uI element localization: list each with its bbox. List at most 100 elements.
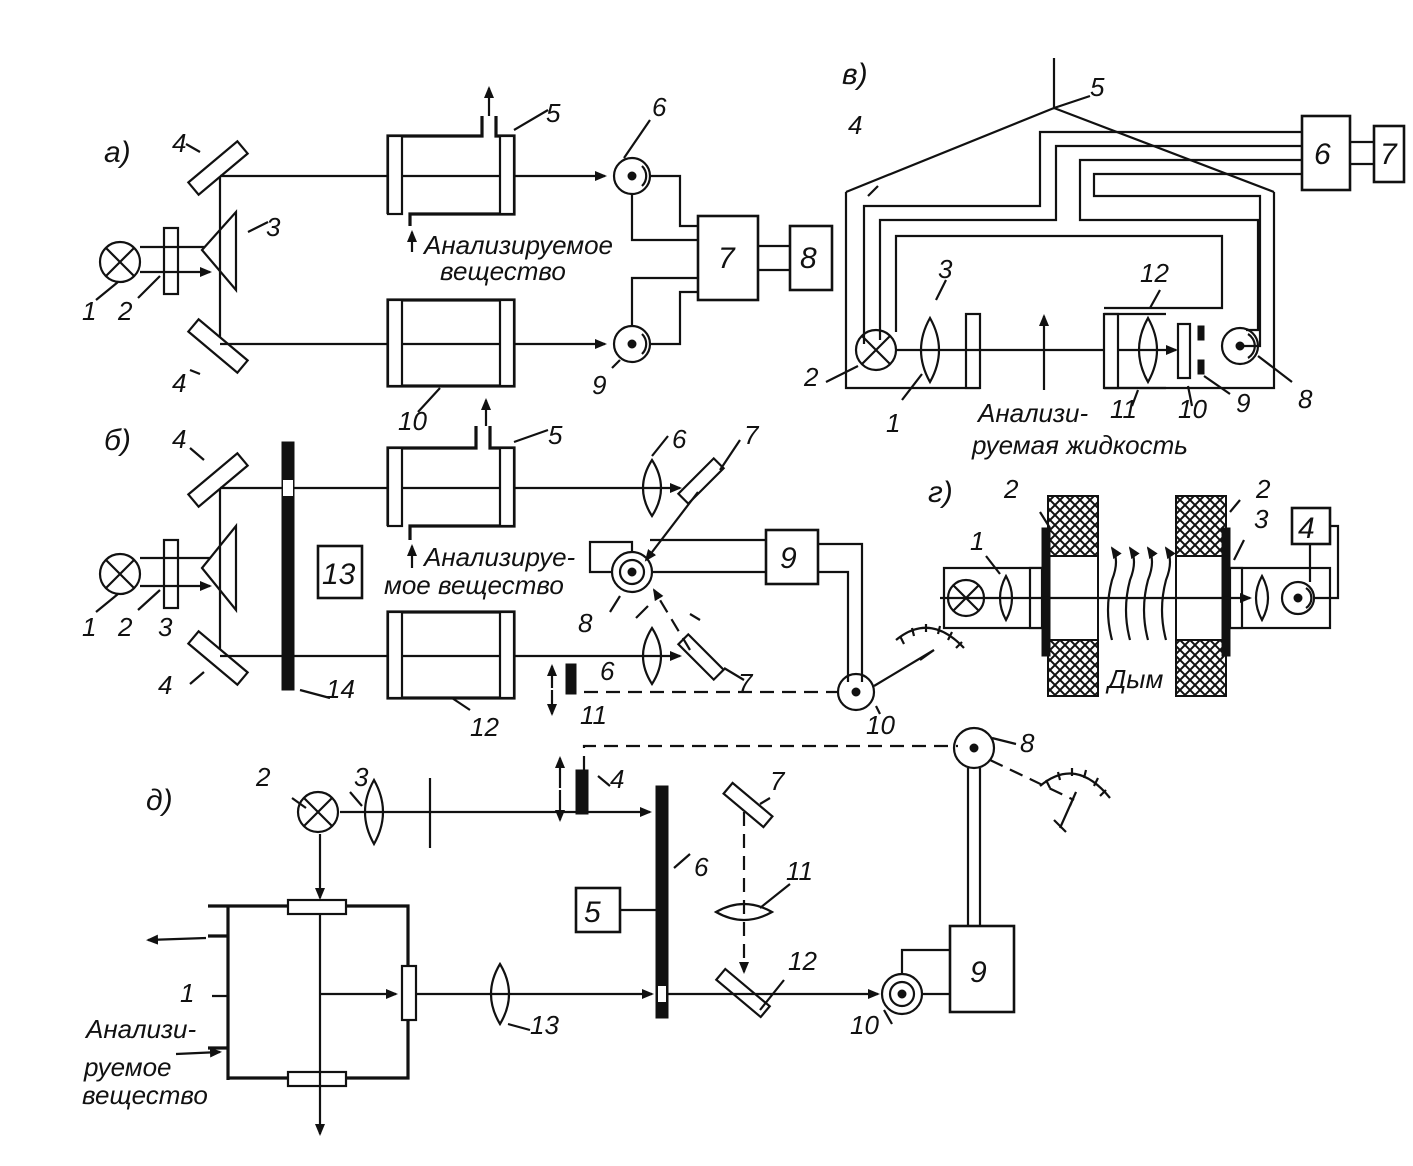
sample-label: Анализи- xyxy=(84,1014,196,1044)
lamp-icon xyxy=(98,240,142,284)
ref-number: 3 xyxy=(158,612,173,642)
ref-number: 8 xyxy=(1020,728,1035,758)
ref-number: 9 xyxy=(780,542,797,575)
lens xyxy=(364,777,384,847)
panel-d: д) xyxy=(82,726,1111,1136)
ref-number: 1 xyxy=(82,296,96,326)
sample-label: Анализируемое xyxy=(422,230,613,260)
photocell-icon xyxy=(1220,326,1260,366)
ref-number: 4 xyxy=(848,110,862,140)
panel-a-letter: а) xyxy=(104,136,131,169)
ref-number: 1 xyxy=(970,526,984,556)
panel-d-letter: д) xyxy=(146,784,173,817)
filter xyxy=(162,226,180,296)
ref-number: 6 xyxy=(652,92,667,122)
lens xyxy=(641,625,663,687)
ref-number: 11 xyxy=(1110,394,1137,424)
ref-number: 10 xyxy=(398,406,427,436)
lamp-icon xyxy=(296,790,340,834)
ref-number: 2 xyxy=(117,612,133,642)
photocell-icon xyxy=(1280,580,1316,616)
photocell-icon xyxy=(610,550,654,594)
sample-label: Анализируе- xyxy=(422,542,576,572)
photocell-icon xyxy=(612,324,652,364)
mirror-top xyxy=(186,139,250,197)
shutter xyxy=(565,663,577,695)
ref-number: 3 xyxy=(354,762,369,792)
lens xyxy=(641,457,663,519)
ref-number: 1 xyxy=(82,612,96,642)
meter xyxy=(952,726,1111,833)
modulator-disk xyxy=(655,785,669,1019)
ref-number: 5 xyxy=(584,896,601,929)
ref-number: 14 xyxy=(326,674,355,704)
ref-number: 2 xyxy=(255,762,271,792)
ref-number: 11 xyxy=(786,856,813,886)
ref-number: 8 xyxy=(1298,384,1313,414)
ref-number: 11 xyxy=(580,700,607,730)
lamp-icon xyxy=(854,328,898,372)
ref-number: 13 xyxy=(322,558,356,591)
ref-number: 9 xyxy=(592,370,606,400)
panel-g-letter: г) xyxy=(928,476,953,509)
lens xyxy=(1138,315,1158,385)
sample-label: руемая жидкость xyxy=(971,430,1188,460)
ref-number: 12 xyxy=(788,946,817,976)
ref-number: 2 xyxy=(1003,474,1019,504)
ref-number: 7 xyxy=(738,668,754,698)
ref-number: 5 xyxy=(546,98,561,128)
sample-label: руемое xyxy=(83,1052,172,1082)
meter xyxy=(836,624,965,712)
block xyxy=(1300,114,1352,192)
block xyxy=(764,528,820,586)
ref-number: 4 xyxy=(1298,512,1315,545)
ref-number: 2 xyxy=(117,296,133,326)
block xyxy=(788,224,834,292)
mirror-bottom xyxy=(186,317,250,375)
ref-number: 6 xyxy=(672,424,687,454)
ref-number: 7 xyxy=(744,420,760,450)
ref-number: 10 xyxy=(866,710,895,740)
ref-number: 7 xyxy=(1380,138,1398,171)
ref-number: 13 xyxy=(530,1010,559,1040)
panel-b-letter: б) xyxy=(104,424,131,457)
lens xyxy=(490,961,510,1027)
sample-label: Анализи- xyxy=(976,398,1088,428)
ref-number: 8 xyxy=(800,242,817,275)
block xyxy=(574,886,622,934)
ref-number: 5 xyxy=(548,420,563,450)
ref-number: 1 xyxy=(886,408,900,438)
ref-number: 8 xyxy=(578,608,593,638)
ref-number: 3 xyxy=(1254,504,1269,534)
block xyxy=(1372,124,1406,184)
ref-number: 4 xyxy=(610,764,624,794)
ref-number: 12 xyxy=(470,712,499,742)
sample-label: вещество xyxy=(82,1080,208,1110)
ref-number: 4 xyxy=(172,368,186,398)
ref-number: 5 xyxy=(1090,72,1105,102)
ref-number: 2 xyxy=(1255,474,1271,504)
ref-number: 9 xyxy=(970,956,987,989)
ref-number: 12 xyxy=(1140,258,1169,288)
sample-label: Дым xyxy=(1105,664,1163,694)
lamp-icon xyxy=(98,552,142,596)
panel-g: г) 1 2 2 3 4 Дым xyxy=(928,474,1340,697)
panel-b: б) xyxy=(82,420,965,742)
panel-v-letter: в) xyxy=(842,58,868,91)
ref-number: 4 xyxy=(158,670,172,700)
ref-number: 6 xyxy=(1314,138,1331,171)
ref-number: 10 xyxy=(1178,394,1207,424)
ref-number: 6 xyxy=(694,852,709,882)
block xyxy=(948,924,1016,1014)
ref-number: 10 xyxy=(850,1010,879,1040)
photocell-icon xyxy=(880,972,924,1016)
modulator-disk xyxy=(281,441,295,691)
sample-label: мое вещество xyxy=(384,570,564,600)
photocell-icon xyxy=(612,156,652,196)
shutter xyxy=(575,769,589,815)
block xyxy=(696,214,760,302)
ref-number: 4 xyxy=(172,128,186,158)
sample-label: вещество xyxy=(440,256,566,286)
ref-number: 2 xyxy=(803,362,819,392)
